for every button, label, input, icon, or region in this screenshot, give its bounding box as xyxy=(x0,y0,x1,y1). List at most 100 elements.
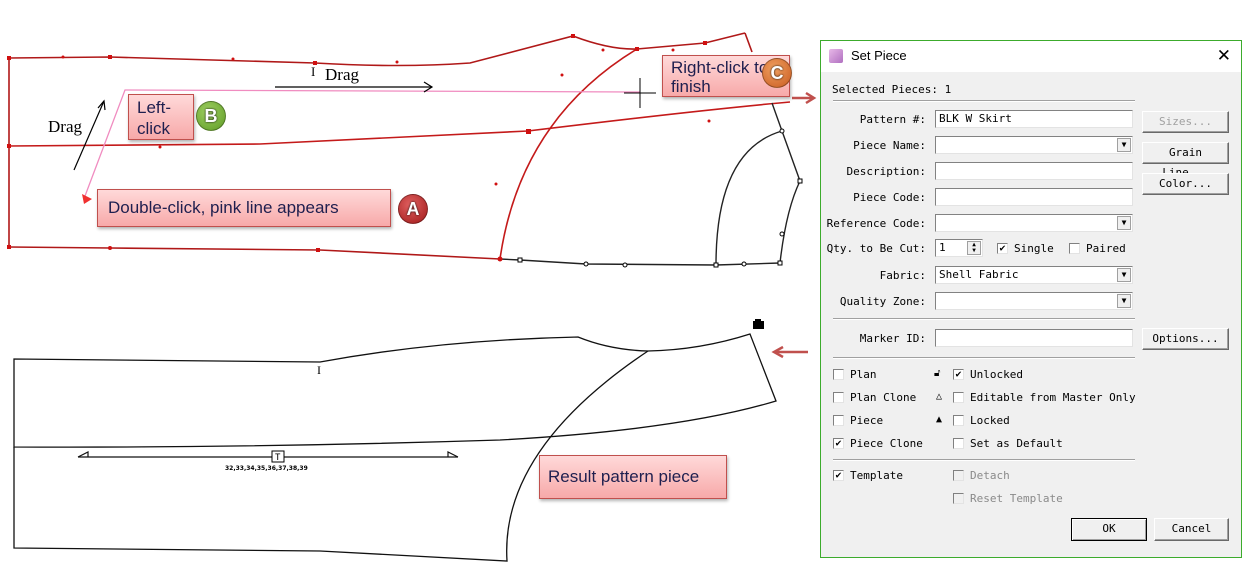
piece-checkbox[interactable] xyxy=(833,415,844,426)
qty-label: Qty. to Be Cut: xyxy=(826,242,926,255)
pattern-right-top xyxy=(744,32,753,53)
result-outline-top xyxy=(499,102,801,266)
description-label: Description: xyxy=(846,165,926,178)
paired-checkbox[interactable] xyxy=(1069,243,1080,254)
reference-code-label: Reference Code: xyxy=(826,217,926,230)
chevron-down-icon[interactable]: ▼ xyxy=(1117,216,1131,230)
single-label: Single xyxy=(1014,242,1054,255)
piece-code-input[interactable] xyxy=(935,188,1133,206)
chevron-down-icon[interactable]: ▼ xyxy=(1117,294,1131,308)
fabric-dropdown[interactable]: Shell Fabric ▼ xyxy=(935,266,1133,284)
ok-button[interactable]: OK xyxy=(1071,518,1147,541)
piece-clone-label: Piece Clone xyxy=(850,437,923,450)
pink-arrowhead xyxy=(82,194,92,204)
piece-code-label: Piece Code: xyxy=(853,191,926,204)
app-icon xyxy=(829,49,843,63)
drag-arrows xyxy=(73,81,434,171)
locked-label: Locked xyxy=(970,414,1010,427)
pattern-middle-line xyxy=(8,101,791,147)
grainline-tag-box xyxy=(271,450,285,463)
dialog-titlebar[interactable]: Set Piece ✕ xyxy=(821,41,1241,72)
reference-code-dropdown[interactable]: ▼ xyxy=(935,214,1133,232)
divider xyxy=(833,318,1135,320)
editable-master-label: Editable from Master Only xyxy=(970,391,1136,404)
plan-clone-checkbox[interactable] xyxy=(833,392,844,403)
pattern-bottom-edge xyxy=(8,246,501,260)
badge-b: B xyxy=(196,101,226,131)
sizes-button[interactable]: Sizes... xyxy=(1142,111,1229,133)
chevron-down-icon[interactable]: ▼ xyxy=(1117,268,1131,282)
template-label: Template xyxy=(850,469,903,482)
detach-label: Detach xyxy=(970,469,1010,482)
divider xyxy=(833,357,1135,359)
plan-label: Plan xyxy=(850,368,877,381)
marker-id-input[interactable] xyxy=(935,329,1133,347)
template-checkbox[interactable]: ✔ xyxy=(833,470,844,481)
drag-label-top: Drag xyxy=(325,65,359,84)
lock-outline-icon: △ xyxy=(936,391,943,402)
detach-checkbox[interactable] xyxy=(953,470,964,481)
fabric-label: Fabric: xyxy=(879,269,926,282)
callout-double-click: Double-click, pink line appears xyxy=(97,189,391,227)
grain-line-button[interactable]: Grain Line... xyxy=(1142,142,1229,179)
locked-checkbox[interactable] xyxy=(953,415,964,426)
pattern-label: Pattern #: xyxy=(859,113,926,126)
callout-right-click: Right-click to finish xyxy=(662,55,790,97)
quality-zone-dropdown[interactable]: ▼ xyxy=(935,292,1133,310)
divider xyxy=(833,459,1135,461)
pink-trace-line xyxy=(84,89,641,197)
spin-buttons[interactable]: ▲▼ xyxy=(967,241,981,255)
qty-value: 1 xyxy=(939,241,946,254)
piece-label: Piece xyxy=(850,414,884,427)
grainline xyxy=(77,451,459,458)
reset-template-checkbox[interactable] xyxy=(953,493,964,504)
close-icon[interactable]: ✕ xyxy=(1216,46,1231,65)
divider xyxy=(833,100,1135,102)
reset-template-label: Reset Template xyxy=(970,492,1063,505)
callout-left-click: Left-click xyxy=(128,94,194,140)
description-input[interactable] xyxy=(935,162,1133,180)
fabric-value: Shell Fabric xyxy=(939,268,1019,281)
marker-id-label: Marker ID: xyxy=(859,332,926,345)
options-button[interactable]: Options... xyxy=(1142,328,1229,350)
qty-stepper[interactable]: 1 ▲▼ xyxy=(935,239,983,257)
single-checkbox[interactable]: ✔ xyxy=(997,243,1008,254)
dialog-title: Set Piece xyxy=(851,48,907,63)
piece-name-label: Piece Name: xyxy=(853,139,926,152)
selected-pieces-count: Selected Pieces: 1 xyxy=(832,83,952,96)
callout-result: Result pattern piece xyxy=(539,455,727,499)
piece-clone-checkbox[interactable]: ✔ xyxy=(833,438,844,449)
crosshair-cursor xyxy=(624,78,656,108)
badge-a: A xyxy=(398,194,428,224)
quality-zone-label: Quality Zone: xyxy=(839,295,926,308)
grainline-sizes: 32,33,34,35,36,37,38,39 xyxy=(225,465,308,472)
control-points xyxy=(7,34,711,262)
paired-label: Paired xyxy=(1086,242,1126,255)
color-button[interactable]: Color... xyxy=(1142,173,1229,195)
pointer-arrows xyxy=(771,91,817,359)
notch-mark: I xyxy=(311,64,315,79)
chevron-down-icon[interactable]: ▼ xyxy=(1117,138,1131,152)
cancel-button[interactable]: Cancel xyxy=(1154,518,1229,541)
lock-icon: ▲ xyxy=(936,414,943,425)
plan-checkbox[interactable] xyxy=(833,369,844,380)
set-default-label: Set as Default xyxy=(970,437,1063,450)
pattern-curve-red xyxy=(499,48,638,260)
unlocked-label: Unlocked xyxy=(970,368,1023,381)
plan-clone-label: Plan Clone xyxy=(850,391,917,404)
editable-master-checkbox[interactable] xyxy=(953,392,964,403)
set-default-checkbox[interactable] xyxy=(953,438,964,449)
piece-icon xyxy=(753,319,764,329)
source-pattern xyxy=(8,32,791,260)
drag-label-left: Drag xyxy=(48,117,82,136)
set-piece-dialog: Set Piece ✕ Selected Pieces: 1 Pattern #… xyxy=(820,40,1242,558)
unlocked-checkbox[interactable]: ✔ xyxy=(953,369,964,380)
pattern-input[interactable]: BLK W Skirt xyxy=(935,110,1133,128)
result-pattern-piece xyxy=(13,333,777,562)
badge-c: C xyxy=(762,58,792,88)
result-notch: I xyxy=(317,363,321,377)
piece-name-dropdown[interactable]: ▼ xyxy=(935,136,1133,154)
grainline-tag: T xyxy=(275,453,281,463)
black-points xyxy=(517,128,803,268)
